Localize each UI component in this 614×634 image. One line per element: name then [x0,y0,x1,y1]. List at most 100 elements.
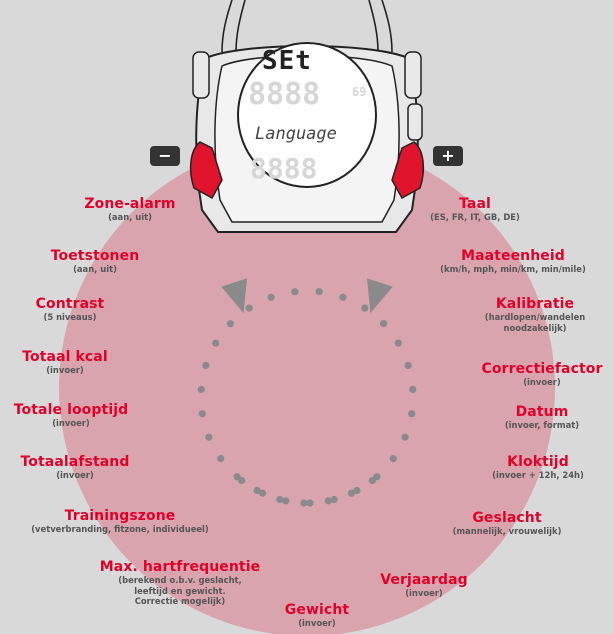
ring-dot [389,455,397,463]
menu-item-taal: Taal (ES, FR, IT, GB, DE) [410,196,540,223]
menu-item-title: Gewicht [284,602,350,618]
menu-item-detail: (invoer) [405,588,443,599]
ring-dot [217,455,225,463]
menu-item-trainingszone: Trainingszone (vetverbranding, fitzone, … [0,508,240,535]
display-bottom-text: Language [255,124,337,144]
ring-dot [306,499,314,507]
menu-item-detail: (invoer) [523,377,561,388]
watch-side-buttons [189,141,425,200]
menu-item-detail: (invoer) [298,618,336,629]
ring-dot [198,410,206,418]
minus-side-button[interactable] [189,141,223,200]
menu-item-title: Totaal kcal [22,349,108,365]
menu-item-title: Totale looptijd [13,402,129,418]
menu-item-detail: (invoer + 12h, 24h) [492,470,584,481]
menu-disc [59,140,555,634]
ring-dot [205,433,213,441]
menu-item-totaalafstand: Totaalafstand (invoer) [10,454,140,481]
ring-dot [404,361,412,369]
menu-item-detail: (aan, uit) [73,264,117,275]
watch-display: 8888 69 8888 [237,42,377,188]
ring-dot [339,293,347,301]
menu-item-kloktijd: Kloktijd (invoer + 12h, 24h) [462,454,614,481]
menu-item-title: Correctiefactor [481,361,603,377]
menu-item-detail: (invoer) [56,470,94,481]
minus-button[interactable]: − [150,146,180,166]
menu-item-correctiefactor: Correctiefactor (invoer) [470,361,614,388]
menu-item-title: Taal [459,196,491,212]
menu-item-title: Max. hartfrequentie [99,559,261,575]
menu-item-detail: (aan, uit) [108,212,152,223]
ring-dot [380,320,388,328]
left-arrow-icon [221,278,247,314]
menu-item-kalibratie: Kalibratie (hardlopen/wandelen noodzakel… [460,296,610,333]
ring-dot [197,385,205,393]
menu-item-zone-alarm: Zone-alarm (aan, uit) [70,196,190,223]
plus-button[interactable]: + [433,146,463,166]
ring-dot [233,473,241,481]
right-arrow-icon [367,278,393,314]
menu-item-detail: (vetverbranding, fitzone, individueel) [31,524,209,535]
ring-dot [401,433,409,441]
menu-item-verjaardag: Verjaardag (invoer) [360,572,488,599]
menu-item-title: Geslacht [472,510,542,526]
ring-dot [315,288,323,296]
menu-item-detail: (invoer, format) [504,420,580,431]
menu-item-max-hartfrequentie: Max. hartfrequentie (berekend o.b.v. ges… [95,559,265,607]
menu-item-title: Datum [515,404,569,420]
menu-item-detail: noodzakelijk) [503,322,567,333]
ring-dot [368,476,376,485]
plus-side-button[interactable] [391,141,425,200]
menu-item-title: Toetstonen [50,248,140,264]
ring-dot [300,499,308,507]
ring-dot [226,320,234,328]
menu-item-title: Trainingszone [64,508,176,524]
ring-dot [409,385,417,393]
menu-item-title: Contrast [35,296,105,312]
ring-dot [347,489,355,497]
menu-item-title: Verjaardag [380,572,468,588]
ring-dot [212,339,220,347]
menu-item-detail: Correctie mogelijk) [134,596,226,607]
menu-item-gewicht: Gewicht (invoer) [262,602,372,629]
menu-item-datum: Datum (invoer, format) [470,404,614,431]
menu-item-detail: (km/h, mph, min/km, min/mile) [440,264,586,275]
menu-item-detail: (invoer) [46,365,84,376]
ring-dot [276,495,284,504]
menu-item-toetstonen: Toetstonen (aan, uit) [35,248,155,275]
ring-dot [394,339,402,347]
menu-item-contrast: Contrast (5 niveaus) [10,296,130,323]
menu-item-detail: leeftijd en gewicht. [134,585,226,596]
ring-dot [330,495,338,504]
menu-item-totale-looptijd: Totale looptijd (invoer) [0,402,142,429]
ring-dot [253,486,261,495]
menu-item-title: Kalibratie [495,296,575,312]
svg-text:8888: 8888 [250,152,317,185]
menu-item-detail: (mannelijk, vrouwelijk) [452,526,562,537]
ring-dot [245,304,253,312]
svg-text:8888: 8888 [248,77,320,112]
menu-item-detail: (hardlopen/wandelen [484,312,586,323]
display-top-text: SEt [262,46,312,76]
menu-item-title: Totaalafstand [20,454,130,470]
ring-dot [324,497,332,505]
menu-item-detail: (invoer) [52,418,90,429]
ring-dot [291,288,299,296]
menu-item-geslacht: Geslacht (mannelijk, vrouwelijk) [422,510,592,537]
svg-text:69: 69 [352,85,366,99]
ring-dot [353,486,361,495]
ring-dot [282,497,290,505]
ring-dot [202,361,210,369]
menu-item-detail: (berekend o.b.v. geslacht, [118,575,242,586]
menu-item-title: Maateenheid [461,248,565,264]
ring-dot [408,410,416,418]
ring-dot [259,489,267,497]
watch-strap [221,0,393,53]
menu-item-title: Kloktijd [507,454,569,470]
ring-dot [361,304,369,312]
menu-item-maateenheid: Maateenheid (km/h, mph, min/km, min/mile… [412,248,614,275]
menu-item-title: Zone-alarm [84,196,176,212]
ring-dot [267,293,275,301]
